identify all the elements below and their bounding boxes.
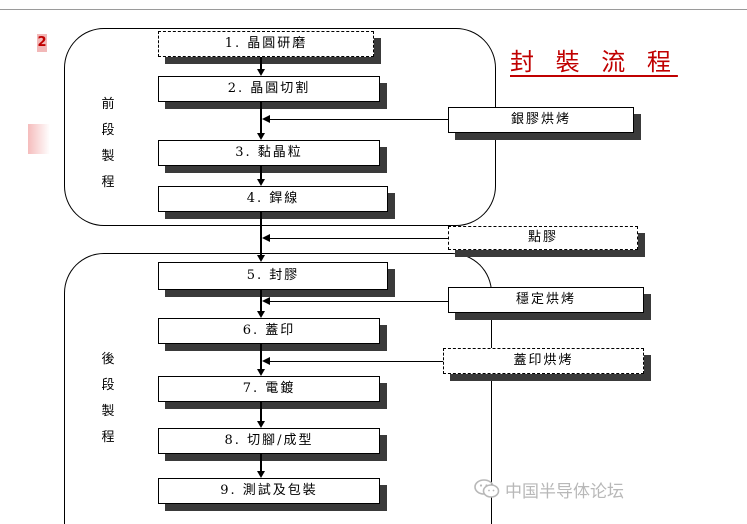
side-connector-4 xyxy=(269,361,443,362)
flow-connector-8 xyxy=(260,454,262,471)
flow-arrowhead-4 xyxy=(257,255,265,262)
side-input-4: 蓋印烘烤 xyxy=(443,348,644,374)
flow-connector-5 xyxy=(260,290,262,311)
side-arrowhead-2 xyxy=(262,234,270,242)
side-input-3: 穩定烘烤 xyxy=(448,287,644,313)
process-step-1: 1. 晶圓研磨 xyxy=(158,31,374,57)
process-step-3: 3. 黏晶粒 xyxy=(158,140,380,166)
flow-arrowhead-7 xyxy=(257,421,265,428)
side-connector-2 xyxy=(269,238,448,239)
process-step-5: 5. 封膠 xyxy=(158,262,388,290)
flow-connector-2 xyxy=(260,102,262,133)
decorative-strip xyxy=(28,124,50,154)
process-step-6: 6. 蓋印 xyxy=(158,318,380,344)
flow-connector-6 xyxy=(260,344,262,369)
front-process-label: 前段製程 xyxy=(101,97,115,190)
flow-arrowhead-3 xyxy=(257,179,265,186)
flow-connector-1 xyxy=(260,57,262,69)
watermark: 中国半导体论坛 xyxy=(474,478,624,502)
page-title: 封 裝 流 程 xyxy=(510,48,678,76)
side-arrowhead-1 xyxy=(262,115,270,123)
process-step-4: 4. 銲線 xyxy=(158,186,388,212)
side-arrowhead-4 xyxy=(262,357,270,365)
wechat-icon xyxy=(474,479,500,498)
watermark-text: 中国半导体论坛 xyxy=(505,481,624,502)
flow-arrowhead-2 xyxy=(257,133,265,140)
process-step-8: 8. 切腳/成型 xyxy=(158,428,380,454)
slide-number: 2 xyxy=(37,34,47,52)
side-arrowhead-3 xyxy=(262,297,270,305)
flow-arrowhead-6 xyxy=(257,369,265,376)
side-connector-3 xyxy=(269,301,448,302)
flow-arrowhead-1 xyxy=(257,69,265,76)
flow-connector-7 xyxy=(260,402,262,421)
side-input-2: 點膠 xyxy=(448,226,638,250)
back-process-label: 後段製程 xyxy=(101,352,115,445)
flow-arrowhead-5 xyxy=(257,311,265,318)
side-input-1: 銀膠烘烤 xyxy=(448,107,634,133)
flow-arrowhead-8 xyxy=(257,471,265,478)
flow-connector-3 xyxy=(260,166,262,179)
flow-connector-4 xyxy=(260,212,262,255)
process-step-9: 9. 測試及包裝 xyxy=(158,478,380,504)
back-process-group xyxy=(64,253,492,524)
side-connector-1 xyxy=(269,119,448,120)
header-rule xyxy=(0,9,747,10)
process-step-7: 7. 電鍍 xyxy=(158,376,380,402)
process-step-2: 2. 晶圓切割 xyxy=(158,76,380,102)
